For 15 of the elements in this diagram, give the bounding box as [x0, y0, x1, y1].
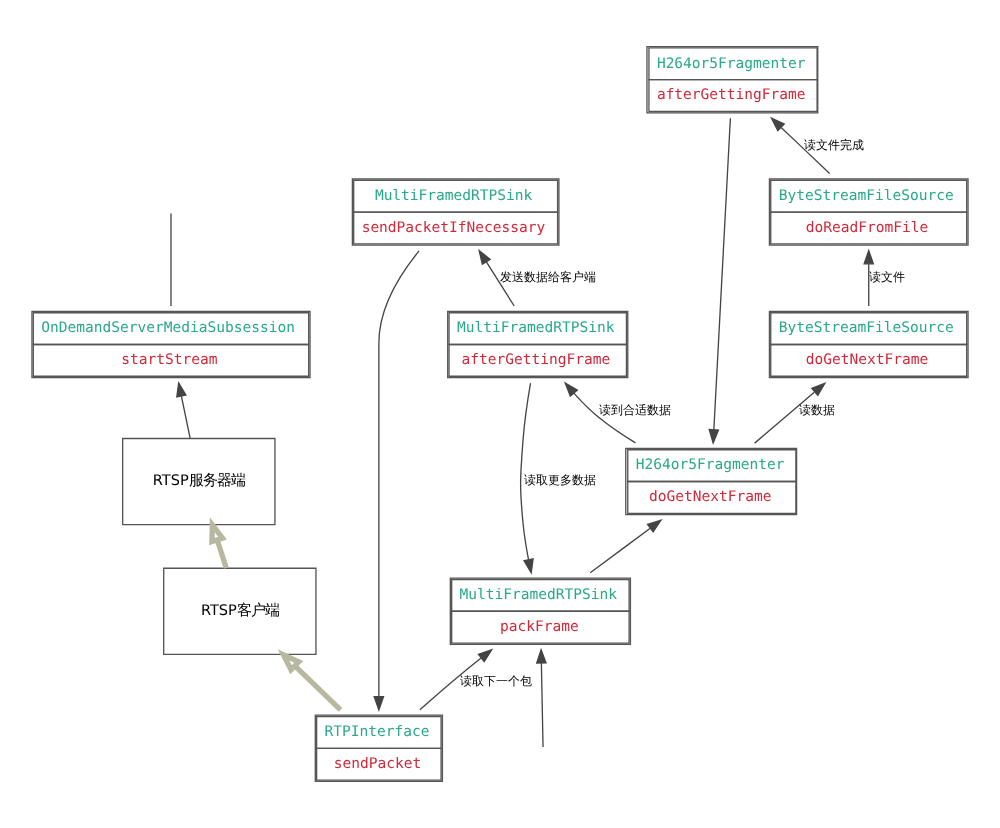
arrow	[770, 116, 831, 175]
arrow	[754, 381, 827, 444]
arrow	[277, 649, 343, 712]
arrow	[209, 517, 229, 569]
arrow	[373, 250, 420, 712]
arrow	[589, 519, 663, 574]
arrow	[708, 117, 732, 445]
arrow	[519, 382, 534, 575]
arrow	[863, 248, 875, 307]
arrow	[563, 381, 637, 444]
connector	[170, 212, 172, 307]
arrow	[176, 381, 191, 440]
arrow	[535, 647, 547, 748]
arrow	[478, 248, 515, 307]
arrow	[419, 648, 494, 711]
